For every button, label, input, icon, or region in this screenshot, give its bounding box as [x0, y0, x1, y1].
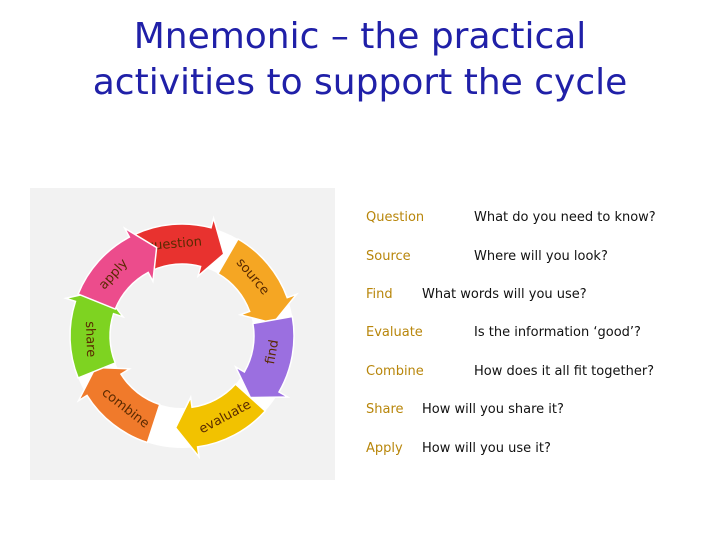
step-term: Share [366, 402, 404, 417]
step-definition: Is the information ‘good’? [474, 325, 641, 340]
step-definition: What words will you use? [422, 287, 587, 302]
step-term: Source [366, 249, 411, 264]
step-definition: What do you need to know? [474, 210, 656, 225]
step-term: Apply [366, 441, 403, 456]
step-definition: How will you use it? [422, 441, 551, 456]
step-term: Evaluate [366, 325, 423, 340]
step-term: Combine [366, 364, 424, 379]
step-definition: How will you share it? [422, 402, 564, 417]
step-definition: How does it all fit together? [474, 364, 654, 379]
step-definition: Where will you look? [474, 249, 608, 264]
step-term: Find [366, 287, 393, 302]
step-term: Question [366, 210, 424, 225]
